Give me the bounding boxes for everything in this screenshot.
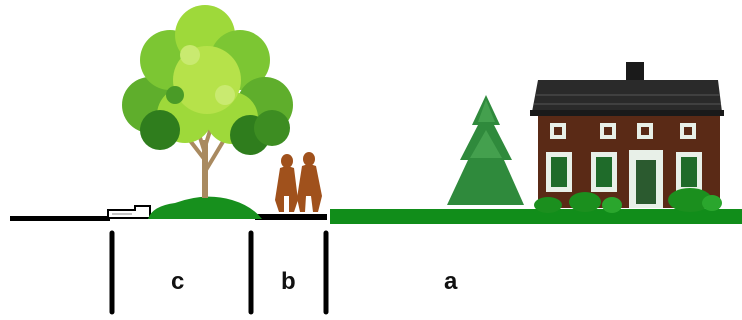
road-line	[10, 216, 110, 221]
house-icon	[530, 62, 724, 213]
sidewalk-line	[255, 214, 327, 220]
curb-icon	[107, 205, 151, 219]
planting-strip-berm	[148, 196, 262, 219]
walking-people-icon	[275, 152, 322, 212]
evergreen-tree-icon	[447, 95, 524, 205]
zone-label-a: a	[444, 268, 458, 295]
zone-label-c: c	[171, 268, 185, 295]
front-lawn	[330, 209, 742, 224]
zone-label-b: b	[281, 268, 296, 295]
ground	[10, 209, 742, 224]
deciduous-tree-icon	[122, 5, 293, 198]
zone-dividers	[109, 230, 329, 315]
